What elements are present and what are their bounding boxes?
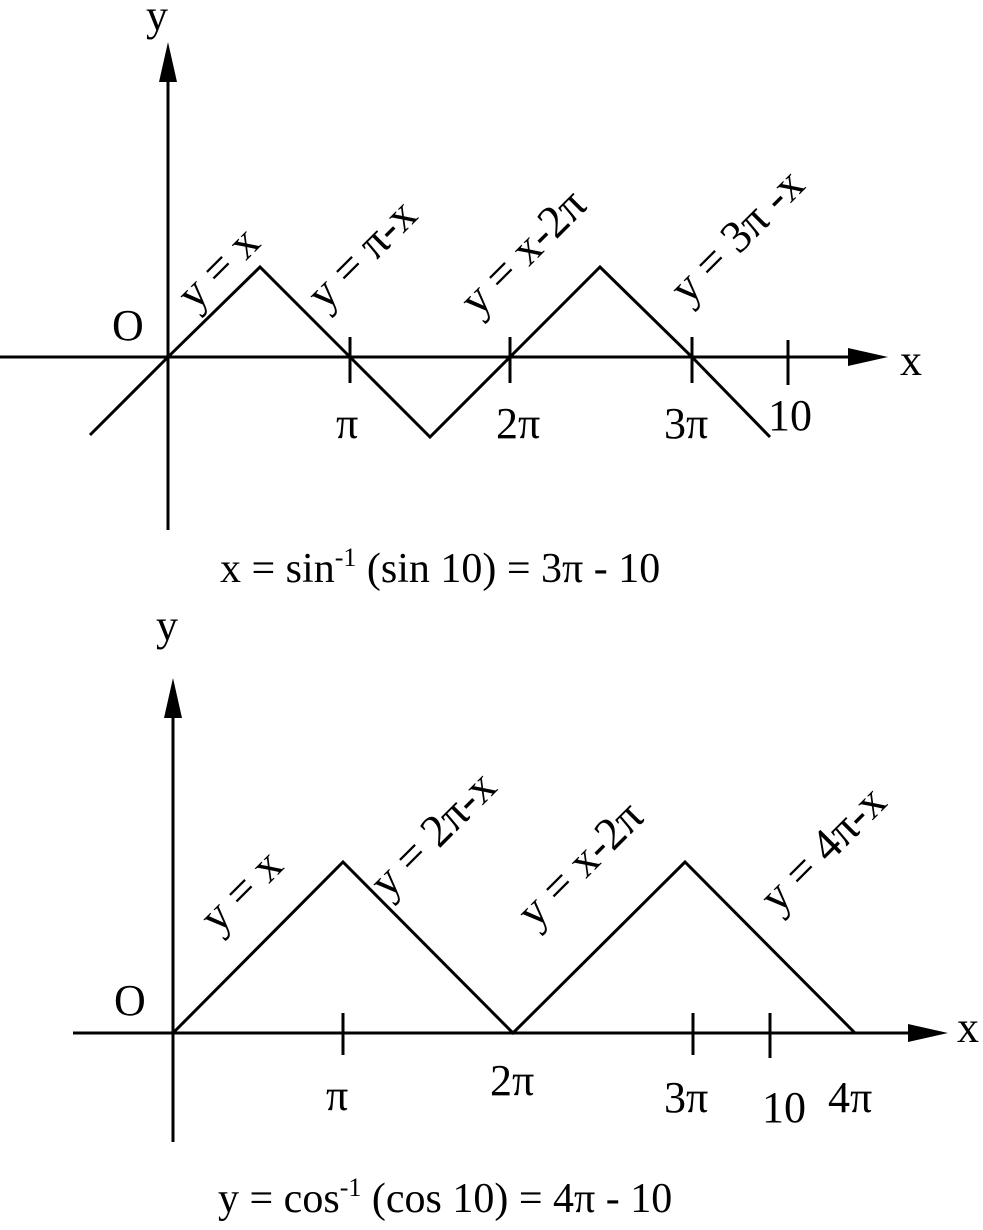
top-x-label: x	[900, 336, 922, 385]
bottom-tick-label: 4π	[828, 1073, 872, 1122]
top-equation: x = sin-1 (sin 10) = 3π - 10	[220, 543, 660, 592]
top-tick-label: π	[336, 399, 358, 448]
top-y-arrow-icon	[159, 42, 177, 82]
bottom-segment-label: y = 4π-x	[749, 775, 896, 922]
top-sin-inverse-curve	[88, 264, 772, 440]
top-tick-label: 3π	[664, 399, 708, 448]
bottom-x-arrow-icon	[908, 1024, 948, 1042]
bottom-cos-inverse-curve	[171, 859, 857, 1036]
top-y-label: y	[146, 0, 168, 40]
bottom-tick-label: π	[326, 1071, 348, 1120]
top-graph: y x O π 2π 3π 10 y = x y = π-x y = x-2π …	[0, 0, 922, 592]
bottom-graph: y x O π 2π 3π 10 4π y = x y = 2π-x y = x…	[73, 601, 979, 1222]
bottom-tick-label: 2π	[490, 1056, 534, 1105]
top-x-arrow-icon	[848, 348, 888, 366]
top-origin-label: O	[112, 301, 144, 350]
bottom-equation: y = cos-1 (cos 10) = 4π - 10	[218, 1173, 672, 1222]
bottom-tick-label: 3π	[664, 1073, 708, 1122]
bottom-segment-label: y = 2π-x	[359, 760, 506, 907]
top-tick-label: 10	[768, 391, 812, 440]
top-segment-label: y = x-2π	[449, 178, 596, 325]
bottom-tick-label: 10	[762, 1083, 806, 1132]
bottom-x-label: x	[957, 1003, 979, 1052]
bottom-y-arrow-icon	[164, 678, 182, 718]
top-segment-label: y = π-x	[296, 189, 426, 319]
top-segment-label: y = x	[166, 216, 269, 319]
bottom-origin-label: O	[114, 976, 146, 1025]
bottom-y-label: y	[156, 601, 178, 650]
top-tick-label: 2π	[496, 399, 540, 448]
top-segment-label: y = 3π -x	[659, 158, 814, 313]
